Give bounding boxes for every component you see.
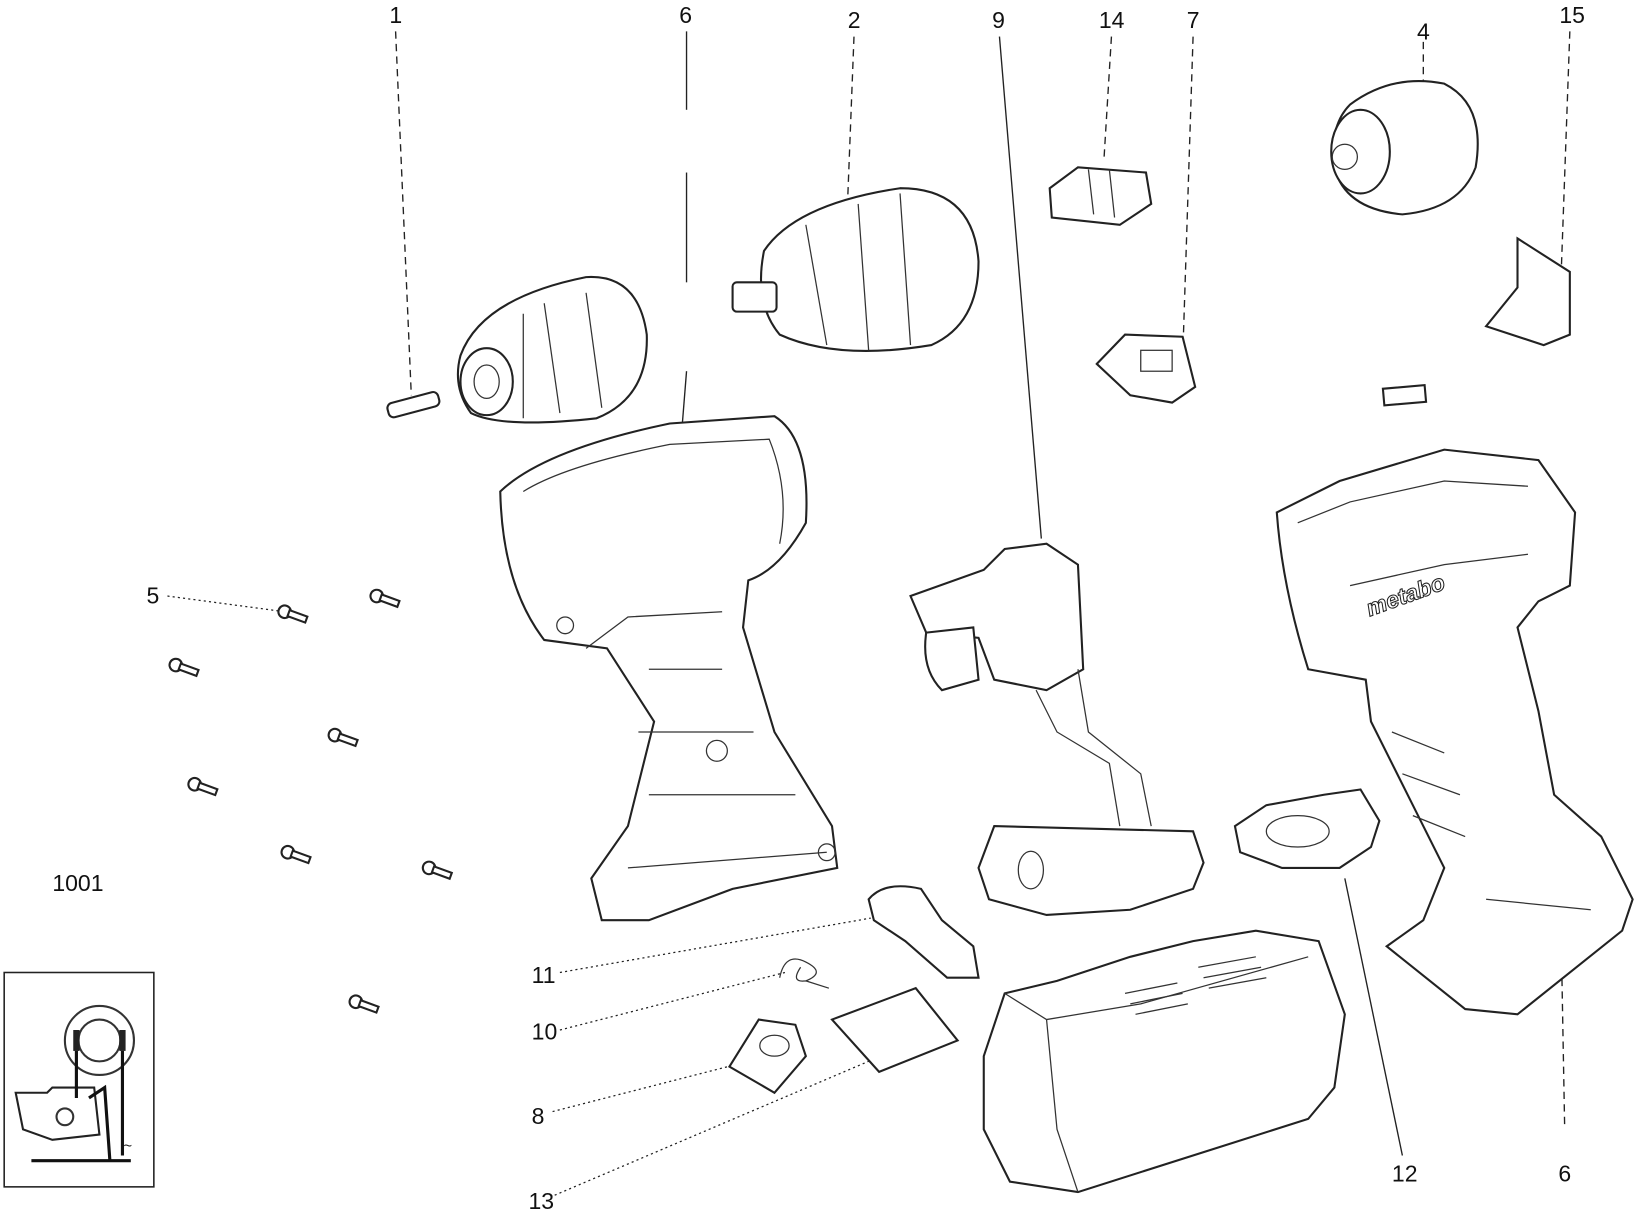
part-4-motor (1330, 80, 1479, 216)
label-8: 8 (532, 1103, 545, 1129)
part-chuck (456, 276, 648, 424)
part-7 (1095, 333, 1197, 404)
label-10: 10 (532, 1018, 558, 1044)
battery-pack (982, 929, 1346, 1194)
screws-5 (168, 588, 454, 1014)
part-8 (727, 1018, 808, 1095)
part-1-pin (386, 390, 441, 419)
label-6-top: 6 (679, 2, 692, 28)
part-number-labels: 1 6 2 9 14 7 4 15 5 1001 11 10 8 13 12 6 (52, 2, 1585, 1213)
label-13: 13 (529, 1188, 555, 1213)
label-4: 4 (1417, 19, 1430, 45)
part-6-housing-right: metabo (1275, 448, 1634, 1016)
part-2-gearbox (731, 187, 980, 353)
leader-lines (167, 31, 1571, 1196)
part-12-adapter (1233, 788, 1381, 869)
label-7: 7 (1187, 7, 1200, 33)
part-10-spring (779, 958, 830, 989)
label-9: 9 (992, 7, 1005, 33)
part-6-housing-left (499, 415, 839, 922)
part-15-bracket (1381, 236, 1571, 407)
ac-symbol: ~ (123, 1138, 132, 1154)
label-6-bottom: 6 (1558, 1161, 1571, 1187)
label-12: 12 (1392, 1161, 1418, 1187)
label-5: 5 (147, 582, 160, 608)
label-15: 15 (1559, 2, 1585, 28)
label-1001: 1001 (52, 870, 103, 896)
label-1: 1 (389, 2, 402, 28)
part-13-label (830, 986, 960, 1074)
part-11 (867, 885, 980, 979)
label-11: 11 (532, 962, 556, 988)
label-2: 2 (848, 7, 861, 33)
part-9-switch (909, 542, 1205, 917)
part-14 (1048, 166, 1153, 226)
label-14: 14 (1099, 7, 1125, 33)
wiring-schematic: ~ (3, 971, 155, 1188)
